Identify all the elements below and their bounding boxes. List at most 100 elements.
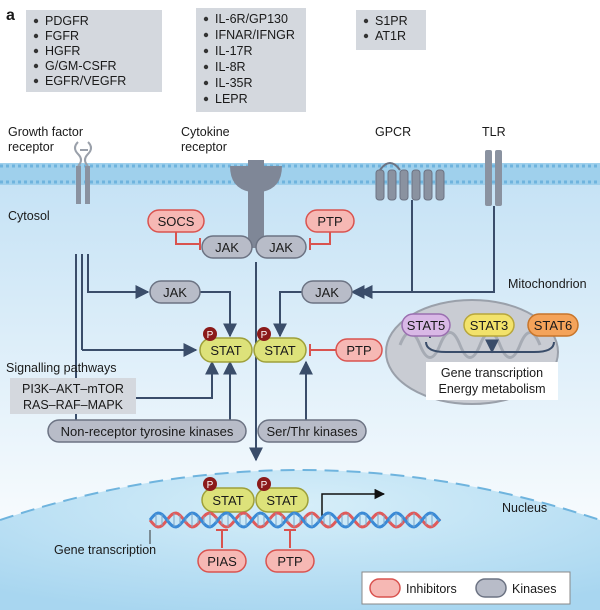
bullet-icon [203, 96, 209, 102]
jak-right-label: JAK [269, 240, 293, 255]
bullet-icon [203, 48, 209, 54]
jak-mid-right-kinase: JAK [301, 280, 353, 304]
nuc-stat-left-label: STAT [212, 493, 243, 508]
cytosol-label: Cytosol [8, 209, 50, 223]
growth-factor-label: Growth factor [8, 125, 83, 139]
stat-left: STAT [199, 337, 253, 363]
receptor-list-item: EGFR/VEGFR [45, 74, 126, 88]
mito-output-box: Gene transcription Energy metabolism [426, 362, 558, 400]
receptor-list-item: IL-8R [215, 60, 246, 74]
nrtk-kinase: Non-receptor tyrosine kinases [47, 419, 247, 443]
phospho-badge: P [203, 477, 217, 491]
mito-gene-transcription: Gene transcription [441, 366, 543, 380]
receptor-list-item: IL-17R [215, 44, 253, 58]
gpcr-label: GPCR [375, 125, 411, 139]
tlr-label: TLR [482, 125, 506, 139]
stat3-label: STAT3 [470, 318, 509, 333]
cytokine-label: Cytokine [181, 125, 230, 139]
phospho-badge: P [203, 327, 217, 341]
legend-kinases: Kinases [512, 582, 556, 596]
pathway-pi3k: PI3K–AKT–mTOR [22, 382, 124, 396]
gpcr-icon [375, 162, 445, 201]
stat6-node: STAT6 [527, 313, 579, 337]
bullet-icon [33, 48, 39, 54]
cytokine-receptor-icon [230, 160, 282, 248]
phospho-label: P [261, 480, 268, 491]
receptor-list-item: AT1R [375, 29, 406, 43]
ptp-nuc-label: PTP [277, 554, 302, 569]
stat3-node: STAT3 [463, 313, 515, 337]
phospho-badge: P [257, 477, 271, 491]
bullet-icon [363, 18, 369, 24]
nucleus-label: Nucleus [502, 501, 547, 515]
receptor-list-item: PDGFR [45, 14, 89, 28]
pathway-ras: RAS–RAF–MAPK [23, 398, 124, 412]
jak-mid-right-label: JAK [315, 285, 339, 300]
bullet-icon [33, 33, 39, 39]
pias-inhibitor: PIAS [197, 549, 247, 573]
ptp-nuc-inhibitor: PTP [265, 549, 315, 573]
bullet-icon [363, 33, 369, 39]
bullet-icon [203, 80, 209, 86]
bullet-icon [33, 63, 39, 69]
phospho-badge: P [257, 327, 271, 341]
phospho-label: P [207, 330, 214, 341]
receptor-list-item: FGFR [45, 29, 79, 43]
nuc-stat-left: STAT [201, 487, 255, 513]
nrtk-label: Non-receptor tyrosine kinases [61, 424, 234, 439]
stat-left-label: STAT [210, 343, 241, 358]
receptor-list-item: G/GM-CSFR [45, 59, 117, 73]
panel-letter: a [6, 7, 15, 24]
jak-mid-left-kinase: JAK [149, 280, 201, 304]
growth-factor-receptor-icon [74, 141, 92, 204]
stat5-node: STAT5 [401, 313, 451, 337]
jak-left-label: JAK [215, 240, 239, 255]
ptp-membrane-inhibitor: PTP [305, 209, 355, 233]
signal-arrows [75, 200, 555, 462]
jak-right-kinase: JAK [255, 235, 307, 259]
receptor-list-item: IL-6R/GP130 [215, 12, 288, 26]
gene-transcription-label: Gene transcription [54, 543, 156, 557]
receptor-list-item: HGFR [45, 44, 80, 58]
socs-label: SOCS [158, 214, 195, 229]
stat-right: STAT [253, 337, 307, 363]
tlr-icon [485, 150, 502, 206]
signalling-pathways-title: Signalling pathways [6, 361, 117, 375]
phospho-label: P [207, 480, 214, 491]
mito-energy-metabolism: Energy metabolism [439, 382, 546, 396]
stat6-label: STAT6 [534, 318, 573, 333]
ptp-membrane-label: PTP [317, 214, 342, 229]
dna-helix [148, 511, 442, 529]
receptor-list-item: IL-35R [215, 76, 253, 90]
inhibition-lines [175, 230, 336, 548]
jak-mid-left-label: JAK [163, 285, 187, 300]
nuc-stat-right: STAT [255, 487, 309, 513]
socs-inhibitor: SOCS [147, 209, 205, 233]
receptor-list-item: S1PR [375, 14, 408, 28]
bullet-icon [33, 18, 39, 24]
bullet-icon [203, 16, 209, 22]
bullet-icon [203, 64, 209, 70]
signalling-pathways-box: PI3K–AKT–mTOR RAS–RAF–MAPK [10, 378, 136, 414]
nuc-stat-right-label: STAT [266, 493, 297, 508]
bullet-icon [33, 78, 39, 84]
stat-right-label: STAT [264, 343, 295, 358]
legend: Inhibitors Kinases [361, 571, 571, 605]
transcription-arrow [321, 488, 386, 516]
pias-label: PIAS [207, 554, 237, 569]
serthr-kinase: Ser/Thr kinases [257, 419, 367, 443]
legend-inhibitors: Inhibitors [406, 582, 457, 596]
ptp-cyto-label: PTP [346, 343, 371, 358]
mitochondrion-label: Mitochondrion [508, 277, 587, 291]
receptor-list-item: LEPR [215, 92, 248, 106]
cytokine-label-2: receptor [181, 140, 227, 154]
bullet-icon [203, 32, 209, 38]
jak-left-kinase: JAK [201, 235, 253, 259]
receptor-list-item: IFNAR/IFNGR [215, 28, 295, 42]
ptp-cyto-inhibitor: PTP [335, 338, 383, 362]
growth-factor-label-2: receptor [8, 140, 54, 154]
